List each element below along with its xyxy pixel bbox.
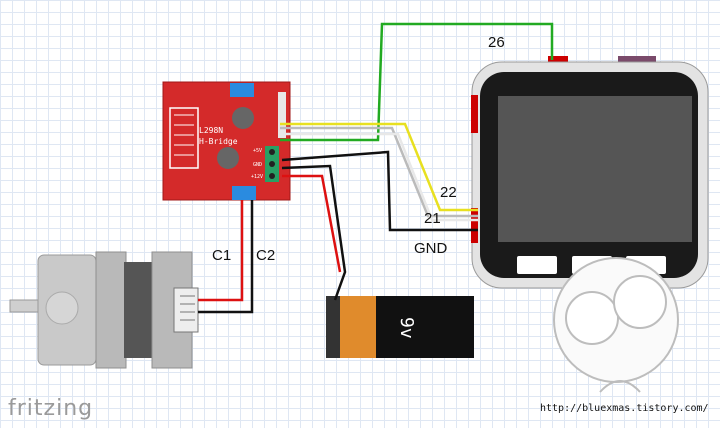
pin-5v-label: +5V: [253, 148, 262, 154]
pin-gnd-label: GND: [253, 162, 262, 168]
watermark-logo: [553, 257, 679, 393]
coil-c1-label: C1: [212, 247, 232, 264]
coil-c2-label: C2: [256, 247, 276, 264]
gnd-label: GND: [414, 240, 448, 257]
fritzing-logo: fritzing: [8, 396, 94, 421]
board-name: L298N: [199, 126, 223, 135]
pin-22-label: 22: [440, 184, 457, 201]
battery-9v: 9v: [326, 296, 474, 358]
pin-21-label: 21: [424, 210, 441, 227]
m5-device: [471, 56, 709, 289]
pin-12v-label: +12V: [251, 174, 263, 180]
stepper-motor: [9, 251, 199, 369]
battery-label: 9v: [396, 317, 417, 339]
wires: [198, 22, 554, 314]
pin-26-label: 26: [488, 34, 505, 51]
board-subtitle: H-Bridge: [199, 137, 238, 146]
watermark-url: http://bluexmas.tistory.com/: [540, 403, 709, 414]
l298n-board: L298N H-Bridge +5V GND +12V: [162, 81, 291, 201]
